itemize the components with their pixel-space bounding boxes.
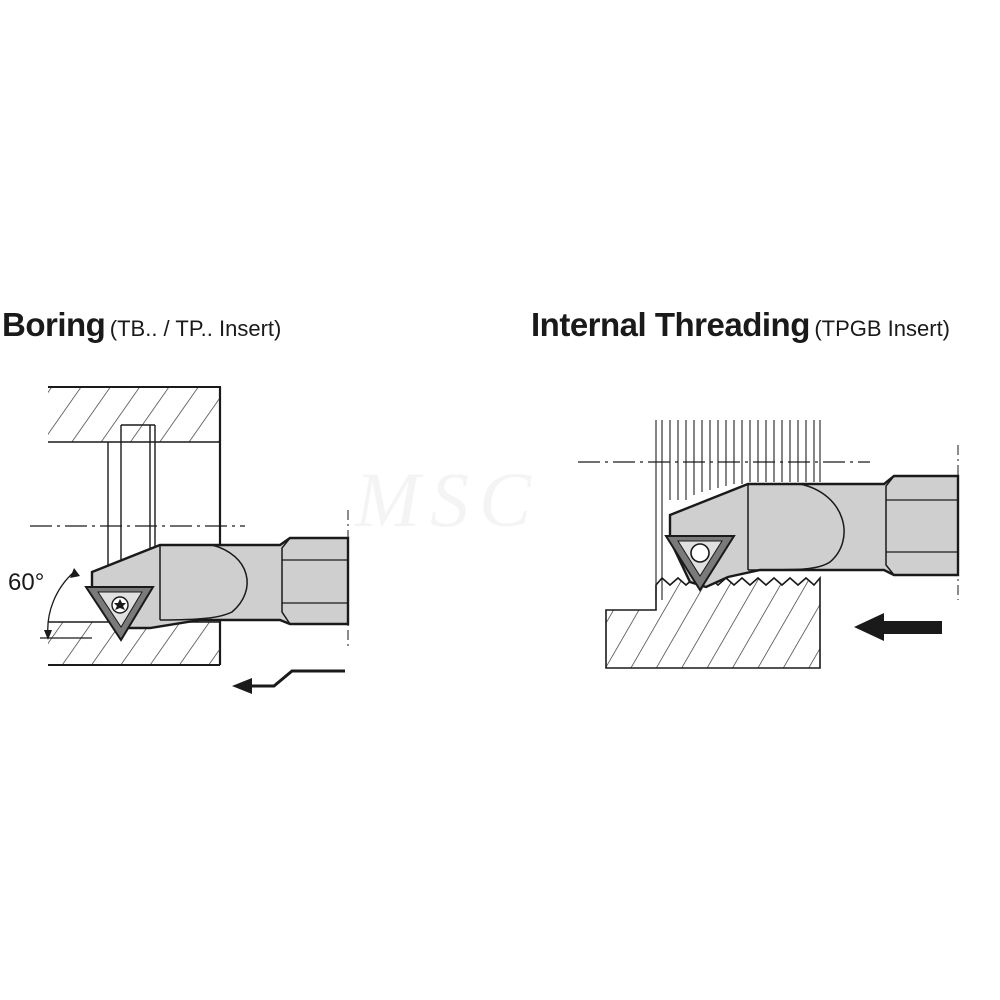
threading-title: Internal Threading (TPGB Insert) xyxy=(531,308,950,341)
angle-label: 60° xyxy=(8,569,45,596)
boring-feed-arrow xyxy=(248,669,345,688)
threading-diagram xyxy=(578,420,960,669)
threading-feed-arrow xyxy=(880,621,942,634)
boring-title: Boring (TB.. / TP.. Insert) xyxy=(2,308,281,341)
boring-workpiece-top xyxy=(48,387,220,442)
threading-title-sub: (TPGB Insert) xyxy=(814,316,951,341)
threading-workpiece xyxy=(605,575,821,669)
boring-title-main: Boring xyxy=(2,306,106,343)
threading-title-main: Internal Threading xyxy=(531,306,810,343)
watermark: MSC xyxy=(355,455,541,545)
insert-hole-icon xyxy=(690,543,710,563)
boring-diagram xyxy=(30,386,350,694)
boring-title-sub: (TB.. / TP.. Insert) xyxy=(109,316,282,341)
